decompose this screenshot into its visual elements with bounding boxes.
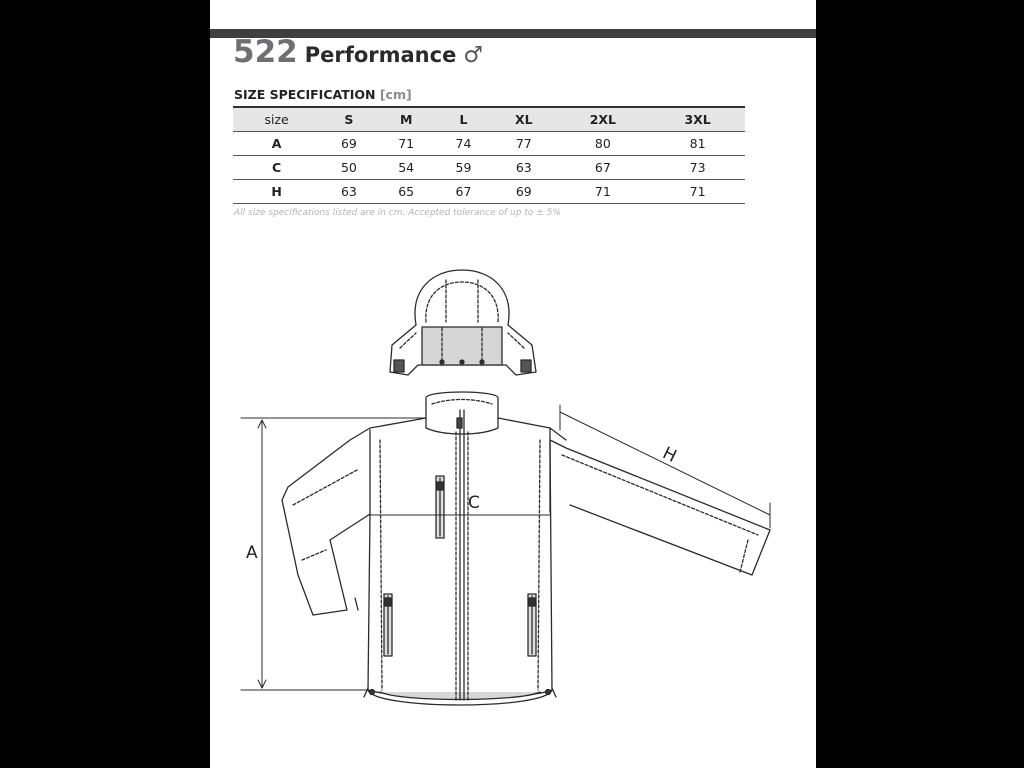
table-cell: 65	[398, 184, 415, 199]
table-cell: 71	[689, 184, 706, 199]
table-row: H 63 65 67 69 71 71	[233, 180, 745, 204]
dimension-label-a: A	[246, 543, 258, 563]
table-cell: 81	[689, 136, 706, 151]
spec-title: SIZE SPECIFICATION	[234, 87, 376, 102]
table-cell: 80	[594, 136, 611, 151]
column-header: 3XL	[684, 112, 711, 127]
tolerance-note: All size specifications listed are in cm…	[234, 208, 561, 218]
dimension-label-c: C	[468, 493, 480, 513]
table-cell: 69	[515, 184, 532, 199]
dimension-lines	[240, 404, 771, 691]
column-header: 2XL	[589, 112, 616, 127]
column-header: S	[344, 112, 354, 127]
product-title: 522 Performance ♂	[233, 34, 483, 70]
column-header: M	[399, 112, 413, 127]
size-table: size S M L XL 2XL 3XL A 69 71 74 77 80 8…	[233, 106, 745, 204]
spec-unit: [cm]	[379, 87, 412, 102]
size-chart-page: 522 Performance ♂ SIZE SPECIFICATION [cm…	[210, 0, 816, 768]
table-cell: 71	[398, 136, 415, 151]
column-header: L	[459, 112, 468, 127]
table-cell: 69	[340, 136, 357, 151]
hood-illustration	[389, 269, 537, 376]
table-cell: 74	[455, 136, 472, 151]
table-cell: 54	[398, 160, 415, 175]
table-cell: 67	[594, 160, 611, 175]
model-number: 522	[233, 34, 298, 70]
header-bar	[210, 29, 816, 38]
table-cell: 50	[340, 160, 357, 175]
row-label: H	[271, 184, 282, 199]
table-cell: 63	[340, 184, 357, 199]
table-cell: 67	[455, 184, 472, 199]
table-row: A 69 71 74 77 80 81	[233, 132, 745, 156]
table-cell: 77	[515, 136, 532, 151]
row-label: C	[272, 160, 282, 175]
spec-heading: SIZE SPECIFICATION [cm]	[234, 87, 412, 102]
table-cell: 73	[689, 160, 706, 175]
table-cell: 63	[515, 160, 532, 175]
column-header: size	[264, 112, 289, 127]
jacket-technical-drawing	[240, 269, 771, 706]
table-cell: 59	[455, 160, 472, 175]
table-cell: 71	[594, 184, 611, 199]
model-name: Performance	[304, 43, 457, 67]
column-header: XL	[514, 112, 533, 127]
male-symbol-icon: ♂	[463, 43, 484, 68]
row-label: A	[271, 136, 282, 151]
jacket-illustration	[281, 391, 771, 706]
table-header-row: size S M L XL 2XL 3XL	[233, 107, 745, 132]
table-row: C 50 54 59 63 67 73	[233, 156, 745, 180]
